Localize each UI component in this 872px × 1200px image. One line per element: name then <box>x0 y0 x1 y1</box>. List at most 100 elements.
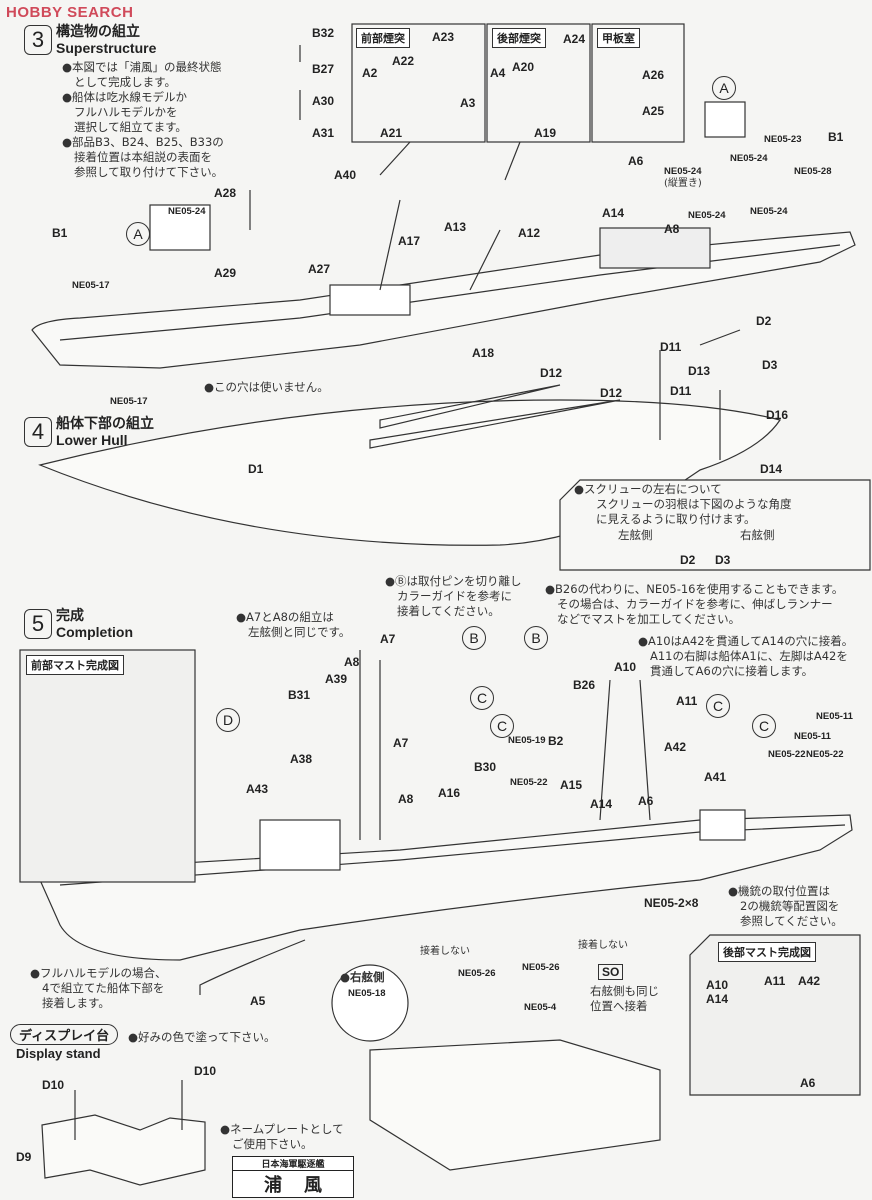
part-label: A17 <box>398 234 421 248</box>
part-label: NE05-24 <box>168 206 206 217</box>
turret-completed <box>699 809 746 841</box>
note-line: カラーガイドを参考に <box>397 589 512 603</box>
part-label: A11 <box>764 974 786 988</box>
paint-note: ●好みの色で塗って下さい。 <box>128 1030 276 1044</box>
note-line: 参照して取り付けて下さい。 <box>74 165 224 179</box>
section-3-notes: ●本図では「浦風」の最終状態 として完成します。 ●船体は吃水線モデルか フルハ… <box>62 60 224 180</box>
part-label: NE05-17 <box>110 396 148 407</box>
section-number: 4 <box>24 417 52 447</box>
note-b: ●Ⓑは取付ピンを切り離し カラーガイドを参考に 接着してください。 <box>385 574 522 619</box>
part-label: A28 <box>214 186 237 200</box>
part-label: A26 <box>642 68 665 82</box>
gun-turret-aft <box>704 101 746 138</box>
part-label: A21 <box>380 126 403 140</box>
bridge <box>329 284 411 316</box>
part-label: A15 <box>560 778 583 792</box>
section-title-ja: 完成 <box>56 608 84 624</box>
part-label: B2 <box>548 734 564 748</box>
ship-deck-line <box>59 244 841 341</box>
section-number: 5 <box>24 609 52 639</box>
note-line: ●Ⓑは取付ピンを切り離し <box>385 574 522 588</box>
part-label: A40 <box>334 168 357 182</box>
box-deckhouse <box>591 23 685 143</box>
port-side-label: 左舷側 <box>618 528 653 542</box>
note-line: ●スクリューの左右について <box>574 482 722 496</box>
section-number: 3 <box>24 25 52 55</box>
part-label: A42 <box>798 974 821 988</box>
watermark-logo: HOBBY SEARCH <box>6 4 134 21</box>
note-line: ご使用下さい。 <box>232 1137 313 1151</box>
screw-note-box <box>559 479 871 571</box>
part-label: A16 <box>438 786 461 800</box>
part-label: D11 <box>660 340 682 354</box>
part-label: D3 <box>715 553 731 567</box>
note-line: ●フルハルモデルの場合、 <box>30 966 167 980</box>
part-label: A8 <box>344 655 360 669</box>
front-mast-title: 前部マスト完成図 <box>26 655 124 675</box>
part-label: A10 <box>614 660 637 674</box>
callout-c: C <box>706 694 730 718</box>
part-label: D2 <box>680 553 696 567</box>
so-badge: SO <box>598 964 624 980</box>
front-mast-lines <box>359 650 651 840</box>
note-line: ●B26の代わりに、NE05-16を使用することもできます。 <box>545 582 844 596</box>
note-line: その場合は、カラーガイドを参考に、伸ばしランナー <box>557 597 833 611</box>
display-stand-title-ja: ディスプレイ台 <box>10 1024 119 1045</box>
part-label: NE05-28 <box>794 166 832 177</box>
part-label: D9 <box>16 1150 32 1164</box>
part-label: NE05-22 <box>806 749 844 760</box>
part-label: A19 <box>534 126 557 140</box>
section-title-ja: 船体下部の組立 <box>56 416 154 432</box>
callout-c: C <box>490 714 514 738</box>
part-label: D1 <box>248 462 264 476</box>
part-label: A6 <box>800 1076 816 1090</box>
part-label: NE05-2×8 <box>644 896 699 910</box>
callout-a: A <box>126 222 150 246</box>
part-label: NE05-24 <box>730 153 768 164</box>
part-label: D14 <box>760 462 783 476</box>
part-label: A6 <box>638 794 654 808</box>
starboard-side-label: 右舷側 <box>740 528 775 542</box>
section-title-en: Completion <box>56 624 133 640</box>
section-title-en: Superstructure <box>56 40 157 56</box>
part-label: D10 <box>42 1078 65 1092</box>
display-stand-title-en: Display stand <box>16 1046 101 1061</box>
part-label: NE05-26 <box>458 968 496 979</box>
part-label: D13 <box>688 364 711 378</box>
keel-part-d12 <box>369 384 621 449</box>
part-label: A31 <box>312 126 335 140</box>
part-label: A8 <box>398 792 414 806</box>
note-a7-a8: ●A7とA8の組立は 左舷側と同じです。 <box>236 610 350 640</box>
part-label: A11 <box>676 694 698 708</box>
gun-turret-fore <box>149 204 211 251</box>
part-label: A14 <box>706 992 729 1006</box>
rear-mast-title: 後部マスト完成図 <box>718 942 816 962</box>
part-label: A27 <box>308 262 331 276</box>
box-title-rear-funnel: 後部煙突 <box>492 28 546 48</box>
note-line: 接着してください。 <box>397 604 500 618</box>
note-line: 位置へ接着 <box>590 999 648 1013</box>
name-plate-note: ●ネームプレートとして ご使用下さい。 <box>220 1122 344 1152</box>
section-title-ja: 構造物の組立 <box>56 24 140 40</box>
part-label: D16 <box>766 408 789 422</box>
shaft-lines <box>659 329 741 460</box>
note-line: フルハルモデルかを <box>74 105 178 119</box>
part-label: A4 <box>490 66 506 80</box>
part-label: A6 <box>628 154 644 168</box>
part-label: A3 <box>460 96 476 110</box>
part-label: A43 <box>246 782 269 796</box>
part-label: A5 <box>250 994 266 1008</box>
part-label: A24 <box>563 32 586 46</box>
part-label: NE05-24 <box>664 166 702 177</box>
display-stand-arrows <box>74 1080 183 1140</box>
note-line: 参照してください。 <box>740 914 843 928</box>
note-line: A11の右脚は船体A1に、左脚はA42を <box>650 649 848 663</box>
part-label: NE05-24 <box>688 210 726 221</box>
part-label: A14 <box>590 797 613 811</box>
note-line: として完成します。 <box>74 75 177 89</box>
starboard-circle-outline <box>331 964 409 1042</box>
part-label: A25 <box>642 104 665 118</box>
part-label: A8 <box>664 222 680 236</box>
